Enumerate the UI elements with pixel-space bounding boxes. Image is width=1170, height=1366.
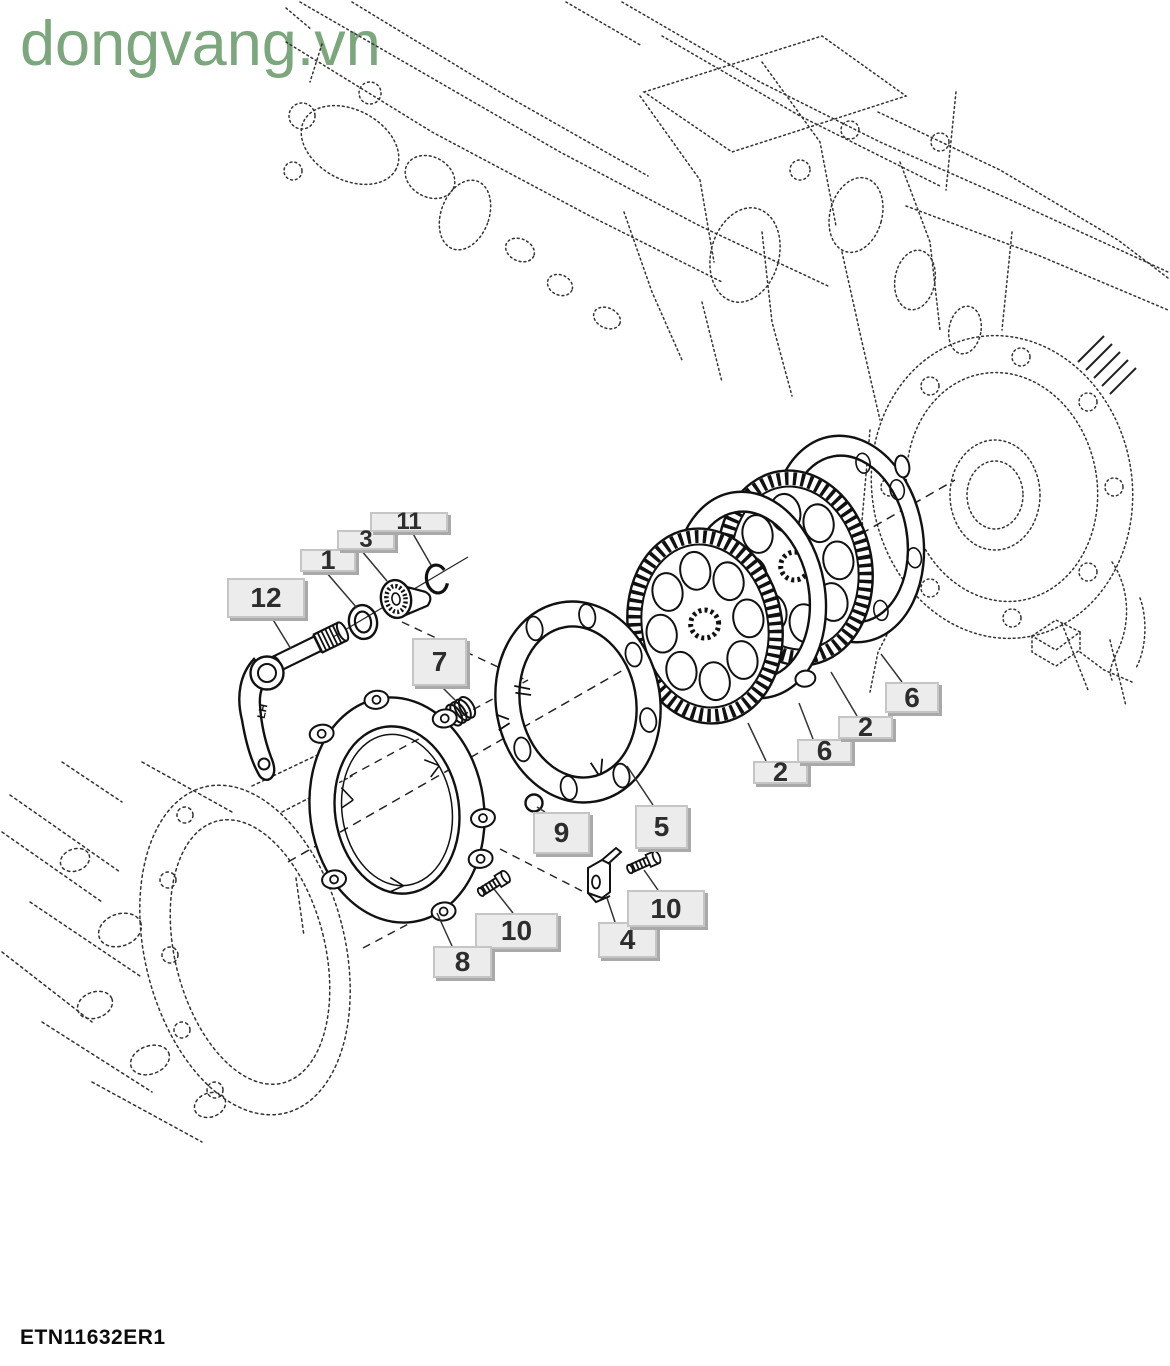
leader-line-part-12 xyxy=(271,617,292,650)
lever-lh-marking: LH xyxy=(256,703,271,720)
callout-number: 3 xyxy=(359,526,373,553)
leader-line-part-11 xyxy=(411,531,432,566)
callout-box-part-4: 4 xyxy=(598,922,657,958)
cap-screw-left-drawing xyxy=(476,869,511,897)
leader-line-part-2 xyxy=(830,671,858,717)
leader-line-part-10 xyxy=(643,869,659,891)
leader-line-part-5 xyxy=(626,765,654,806)
callout-box-part-2: 2 xyxy=(753,757,808,787)
callout-box-part-10: 10 xyxy=(627,890,705,927)
leader-line-part-3 xyxy=(360,549,388,582)
callout-box-part-12: 12 xyxy=(227,578,305,618)
callout-box-part-2: 2 xyxy=(838,712,893,742)
callout-number: 6 xyxy=(904,681,920,713)
figure-code: ETN11632ER1 xyxy=(20,1326,166,1349)
axle-housing-hidden-lines xyxy=(1,747,353,1143)
brake-lever-shaft-drawing: LH xyxy=(238,621,350,781)
callout-number: 6 xyxy=(816,735,833,766)
splined-coupler-drawing xyxy=(379,578,432,620)
retainer-clip-drawing xyxy=(587,846,623,904)
callout-number: 2 xyxy=(857,712,874,742)
transmission-housing-hidden-lines xyxy=(283,1,1169,707)
callout-box-part-7: 7 xyxy=(412,638,467,686)
leader-line-part-2 xyxy=(747,722,767,762)
leader-line-part-6 xyxy=(880,653,903,683)
callout-number: 9 xyxy=(553,817,570,848)
callout-box-part-10: 10 xyxy=(475,913,558,949)
cap-screw-right-drawing xyxy=(626,850,662,875)
callout-box-part-5: 5 xyxy=(635,805,688,849)
housing-flange-hidden-lines xyxy=(869,334,1134,693)
callout-number: 2 xyxy=(772,757,789,787)
callout-box-part-1: 1 xyxy=(300,545,356,575)
actuating-plate-drawing xyxy=(308,689,496,924)
callout-number: 5 xyxy=(653,811,670,842)
callout-box-part-3: 3 xyxy=(337,526,395,553)
leader-line-part-1 xyxy=(325,571,358,609)
callout-box-part-6: 6 xyxy=(885,682,939,713)
callout-box-part-9: 9 xyxy=(533,812,590,854)
leader-line-part-6 xyxy=(798,702,814,740)
brake-friction-disc-front xyxy=(626,527,784,725)
leader-line-part-7 xyxy=(440,685,456,701)
callout-number: 8 xyxy=(454,946,471,977)
callout-number: 10 xyxy=(500,915,533,946)
callout-box-part-8: 8 xyxy=(433,946,492,978)
leader-line-part-4 xyxy=(606,897,616,923)
leader-line-part-8 xyxy=(436,912,453,947)
snap-ring-drawing xyxy=(424,563,450,595)
callout-number: 4 xyxy=(619,924,636,955)
callout-number: 11 xyxy=(396,508,422,535)
callout-box-part-6: 6 xyxy=(797,735,852,766)
leader-line-part-9 xyxy=(536,806,546,813)
callout-leader-lines xyxy=(271,531,903,947)
callout-number: 7 xyxy=(431,646,448,677)
leader-line-part-10 xyxy=(493,888,514,914)
o-ring-drawing xyxy=(347,603,379,641)
brake-plate-drawing xyxy=(494,600,662,804)
callout-number: 1 xyxy=(320,545,336,575)
watermark-text: dongvang.vn xyxy=(20,9,381,79)
callout-number: 10 xyxy=(650,892,682,924)
callout-number: 12 xyxy=(250,582,282,613)
callout-box-part-11: 11 xyxy=(370,508,448,535)
housing-hatched-boss xyxy=(1077,335,1137,395)
